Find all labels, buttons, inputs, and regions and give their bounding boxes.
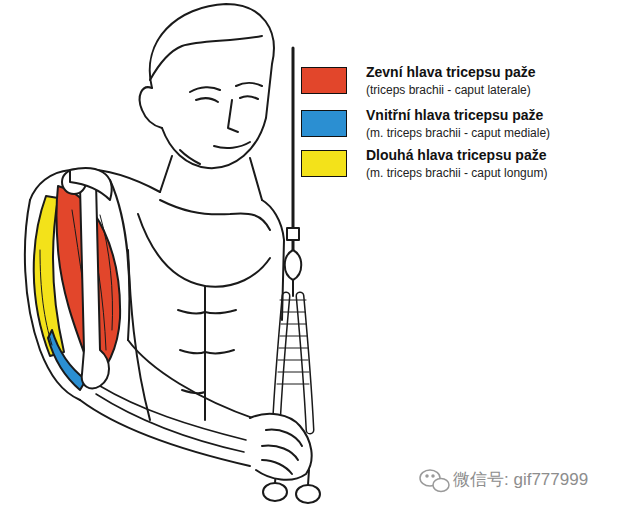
legend-label: Zevní hlava tricepsu paže: [366, 64, 536, 81]
latin-name: (triceps brachii - caput laterale): [366, 83, 531, 98]
legend-swatch: [301, 67, 347, 94]
legend-swatch: [301, 150, 347, 177]
latin-name: (m. triceps brachii - caput mediale): [366, 126, 550, 141]
latin-name: (m. triceps brachii - caput longum): [366, 166, 547, 181]
legend-label: Dlouhá hlava tricepsu paže: [366, 147, 547, 164]
legend-swatch: [301, 110, 347, 137]
legend-label: Vnitřní hlava tricepsu paže: [366, 107, 543, 124]
watermark: 微信号: gif777999: [453, 470, 588, 490]
